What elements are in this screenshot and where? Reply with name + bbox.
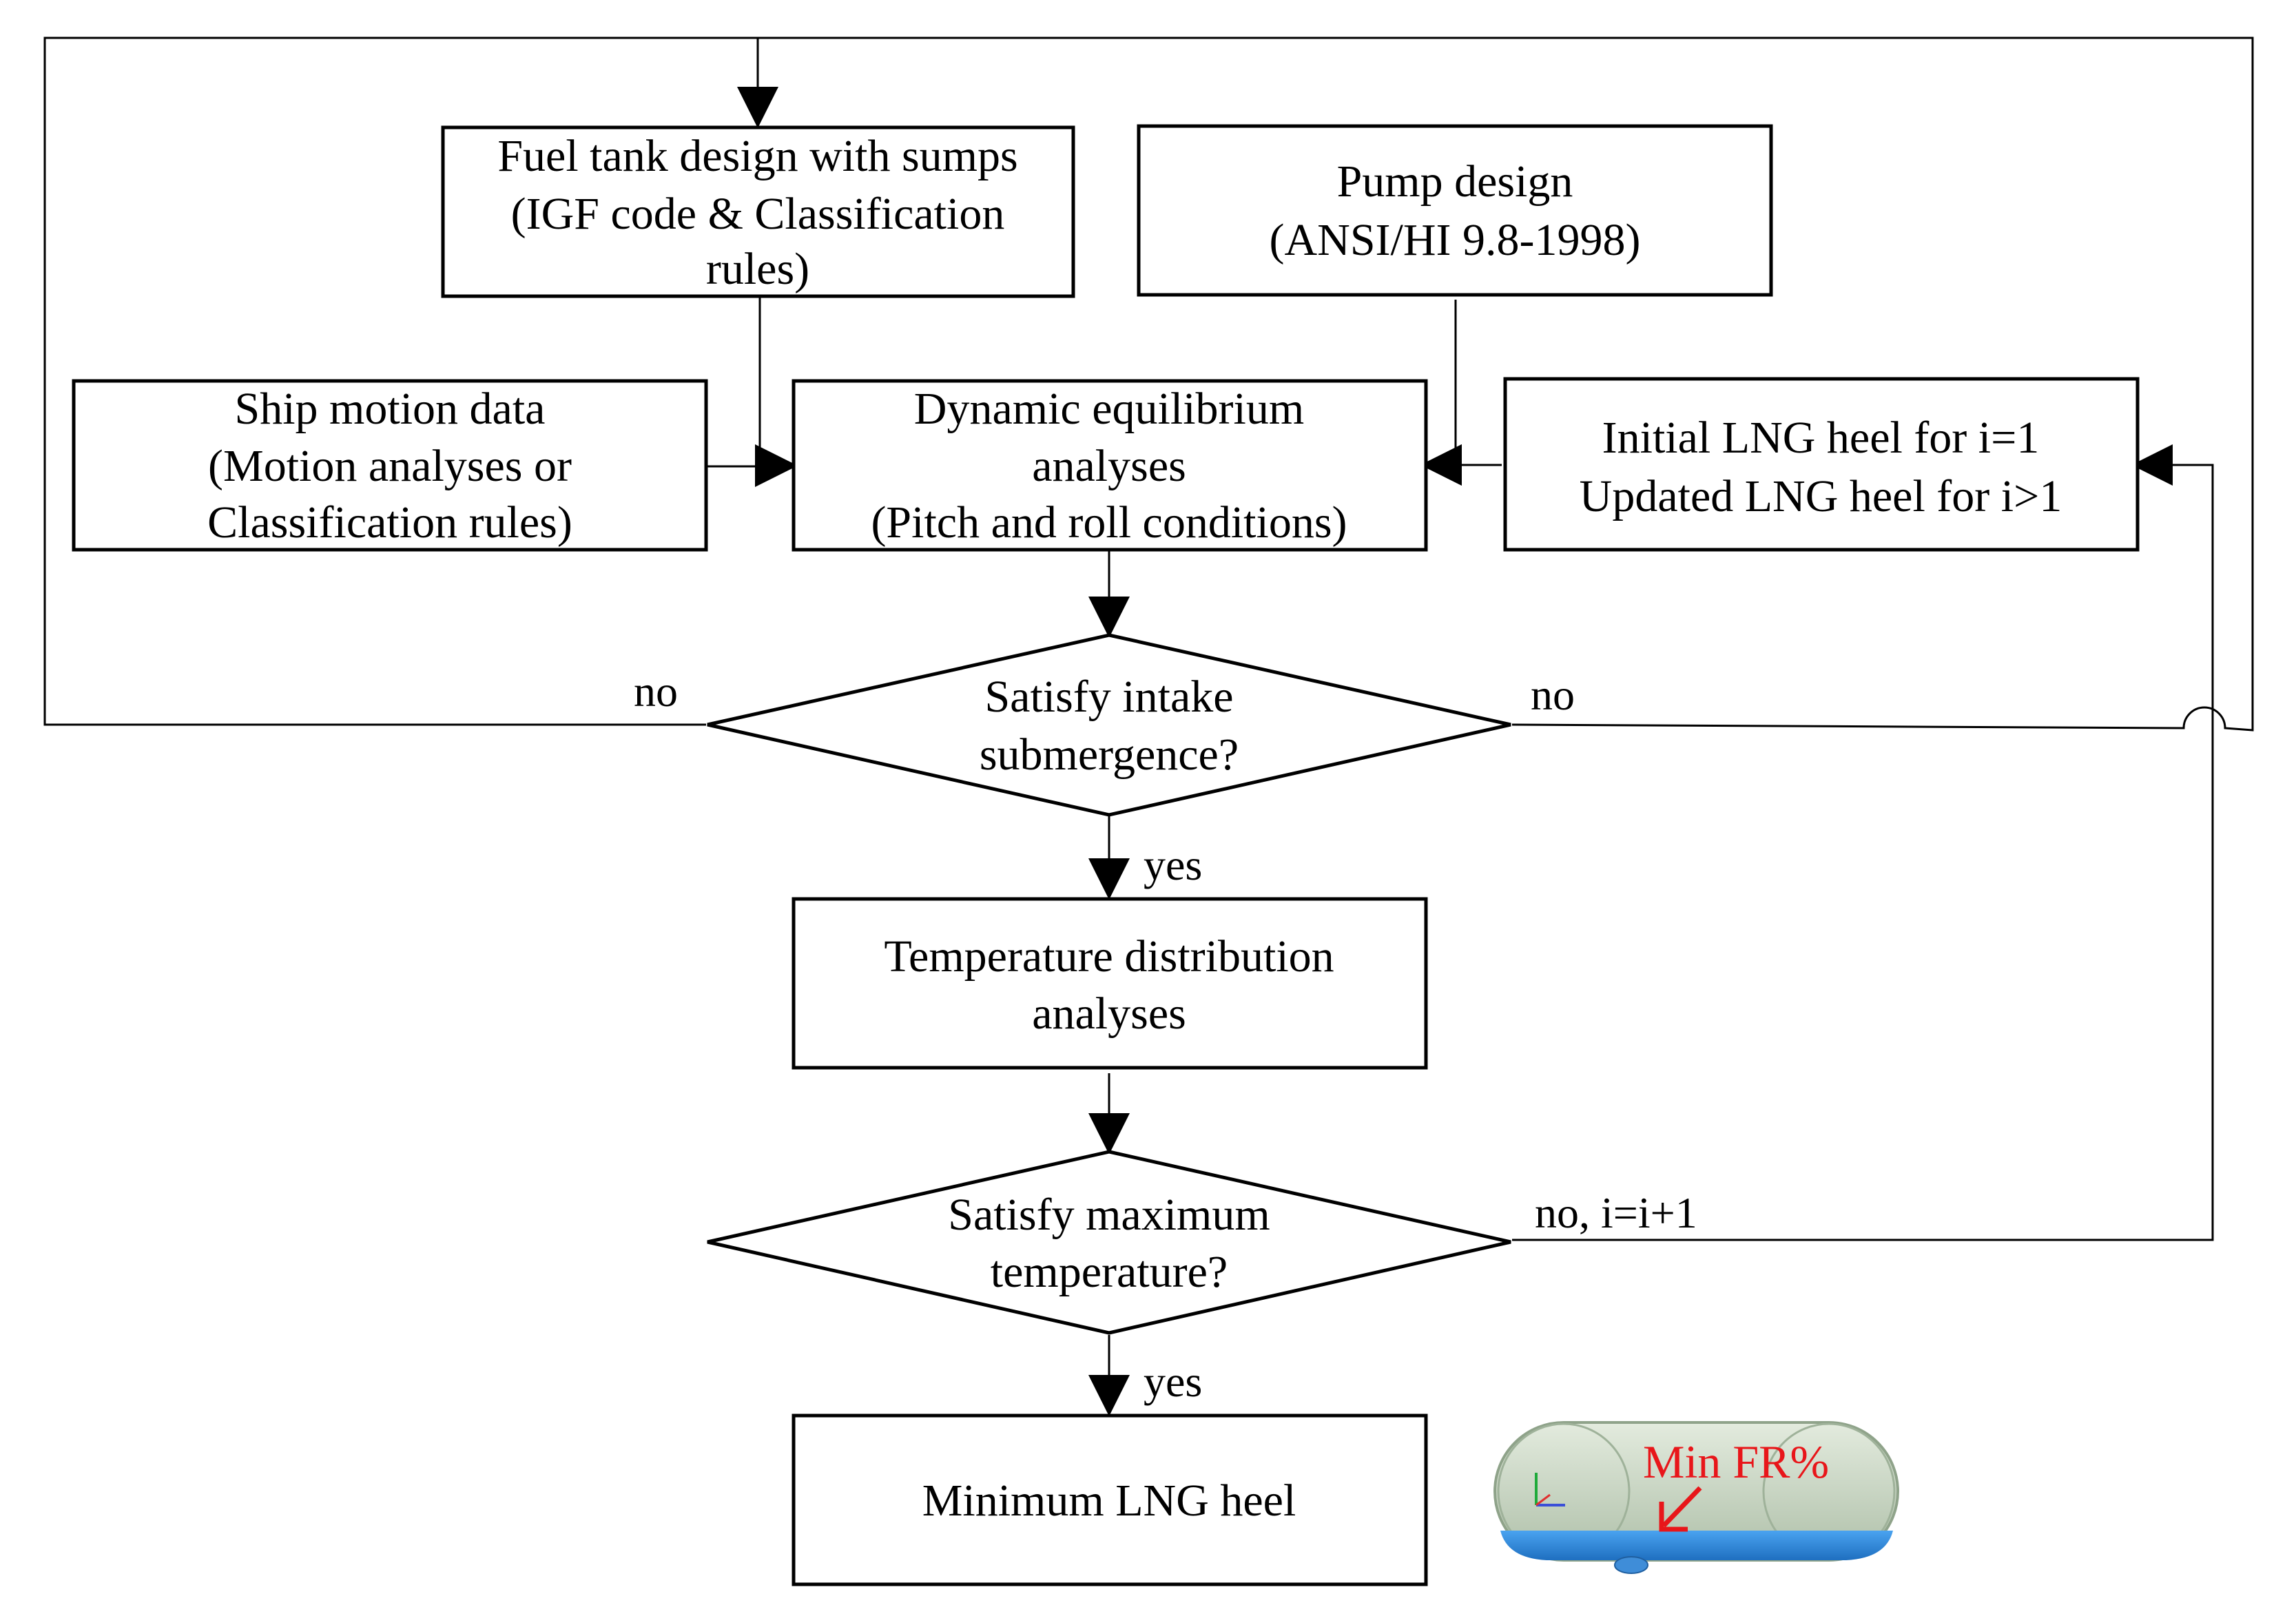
maxtemp-line-1: Satisfy maximum (948, 1190, 1270, 1240)
fuel-tank-line-3: rules) (706, 244, 809, 294)
ship-motion-line-3: Classification rules) (207, 497, 572, 548)
pump-to-dynamic-connector (1420, 300, 1462, 486)
temp-yes-label: yes (1144, 1357, 1202, 1406)
ship-motion-data-box: Ship motion data (Motion analyses or Cla… (72, 379, 708, 552)
lng-heel-input-box: Initial LNG heel for i=1 Updated LNG hee… (1503, 377, 2140, 552)
dynamic-equilibrium-box: Dynamic equilibrium analyses (Pitch and … (792, 379, 1428, 552)
min-fr-label: Min FR% (1643, 1436, 1829, 1488)
maximum-temperature-decision: Satisfy maximum temperature? (707, 1150, 1511, 1335)
temperature-line-1: Temperature distribution (884, 931, 1334, 982)
tank-sump (1614, 1556, 1648, 1574)
loop-left-no-connector (43, 37, 778, 726)
tank-liquid (1500, 1531, 1893, 1560)
axis-triad-icon (1535, 1473, 1565, 1506)
temp-no-label: no, i=i+1 (1535, 1188, 1697, 1237)
fuel-to-dynamic-connector (755, 298, 796, 486)
loop-right-no-connector (758, 37, 2254, 732)
fuel-tank-line-2: (IGF code & Classification (511, 189, 1005, 239)
intake-no-right-label: no (1531, 670, 1575, 719)
minimum-lng-heel-label: Minimum LNG heel (922, 1475, 1296, 1526)
intake-no-left-label: no (634, 667, 678, 716)
tank-illustration: Min FR% (1493, 1421, 1899, 1574)
lng-heel-line-2: Updated LNG heel for i>1 (1580, 471, 2062, 521)
minimum-lng-heel-box: Minimum LNG heel (792, 1414, 1428, 1586)
intake-submergence-decision: Satisfy intake submergence? (707, 633, 1511, 817)
dynamic-line-2: analyses (1032, 441, 1186, 491)
loop-temp-no-connector (1512, 444, 2214, 1241)
min-fr-pointer-icon (1659, 1486, 1702, 1532)
maxtemp-line-2: temperature? (991, 1247, 1228, 1297)
temperature-line-2: analyses (1032, 988, 1186, 1039)
pump-line-1: Pump design (1337, 156, 1573, 207)
intake-yes-label: yes (1144, 840, 1202, 889)
ship-motion-line-1: Ship motion data (235, 384, 546, 434)
temperature-distribution-box: Temperature distribution analyses (792, 897, 1428, 1070)
pump-design-box: Pump design (ANSI/HI 9.8-1998) (1137, 124, 1773, 297)
dynamic-line-3: (Pitch and roll conditions) (871, 497, 1347, 548)
dynamic-line-1: Dynamic equilibrium (914, 384, 1304, 434)
fuel-tank-line-1: Fuel tank design with sumps (497, 131, 1017, 181)
fuel-tank-design-box: Fuel tank design with sumps (IGF code & … (441, 125, 1075, 298)
ship-motion-line-2: (Motion analyses or (208, 441, 572, 491)
intake-line-2: submergence? (980, 729, 1239, 780)
intake-line-1: Satisfy intake (984, 672, 1233, 722)
lng-heel-line-1: Initial LNG heel for i=1 (1602, 413, 2040, 463)
pump-line-2: (ANSI/HI 9.8-1998) (1270, 215, 1641, 265)
